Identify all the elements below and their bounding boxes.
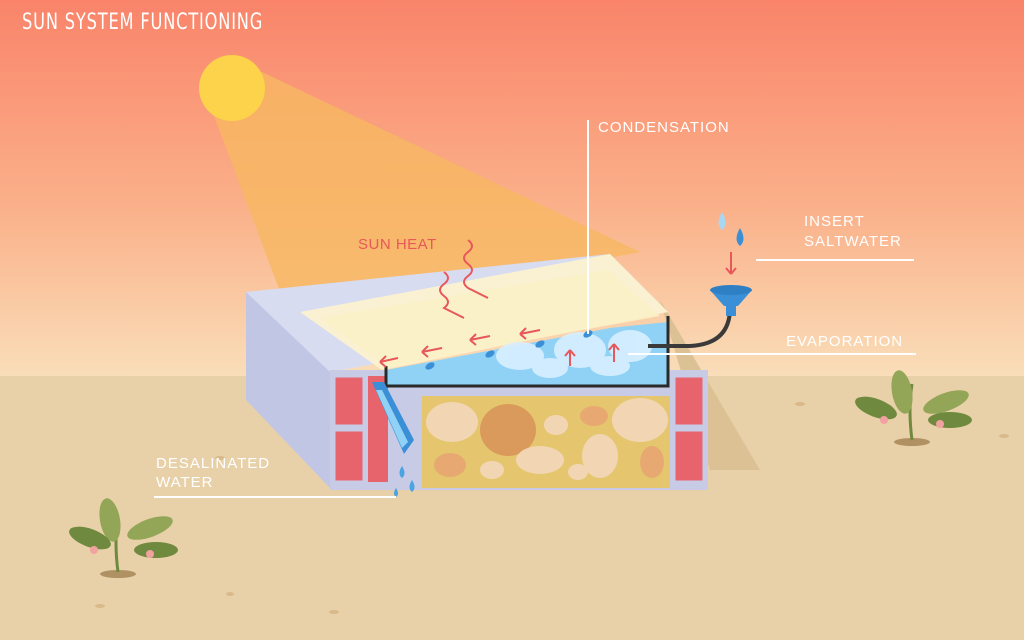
funnel-neck: [726, 306, 736, 316]
page-title: SUN SYSTEM FUNCTIONING: [22, 10, 264, 35]
left-wall-block: [246, 292, 330, 488]
stone: [612, 398, 668, 442]
basin-outline: [384, 316, 670, 388]
stone: [426, 402, 478, 442]
stone: [516, 446, 564, 474]
label-desalinated-line2: WATER: [156, 474, 214, 491]
outflow-water: [376, 390, 408, 448]
stone: [544, 415, 568, 435]
label-desalinated-line1: DESALINATED: [156, 455, 271, 472]
glass-inner: [320, 270, 660, 366]
label-evaporation: EVAPORATION: [786, 333, 904, 350]
plant-left: [69, 498, 178, 578]
stone: [434, 453, 466, 477]
flow-arrows: [379, 327, 620, 368]
plant-right: [855, 370, 972, 446]
label-condensation: CONDENSATION: [598, 119, 730, 136]
desalinated-drops: [394, 466, 415, 497]
brick: [672, 428, 706, 484]
sun-icon: [199, 55, 265, 121]
ground-pebbles: [95, 402, 1009, 614]
label-insert-saltwater-line1: INSERT: [804, 213, 865, 230]
stone: [640, 446, 664, 478]
label-sun-heat: SUN HEAT: [358, 236, 437, 253]
funnel-rim: [710, 285, 752, 295]
stone: [480, 404, 536, 456]
stone: [582, 434, 618, 478]
still-shadow: [660, 300, 760, 470]
saltwater-drops: [718, 212, 744, 246]
stone: [568, 464, 588, 480]
saltwater-arrow: [725, 252, 737, 275]
vapor-clouds: [496, 330, 652, 378]
brick: [332, 374, 366, 428]
brick: [332, 428, 366, 484]
label-insert-saltwater-line2: SALTWATER: [804, 233, 902, 250]
stone: [480, 461, 504, 479]
sun-heat-arrows: [439, 239, 489, 319]
stone: [580, 406, 608, 426]
brick: [672, 374, 706, 428]
sunlight-beam: [208, 72, 640, 318]
